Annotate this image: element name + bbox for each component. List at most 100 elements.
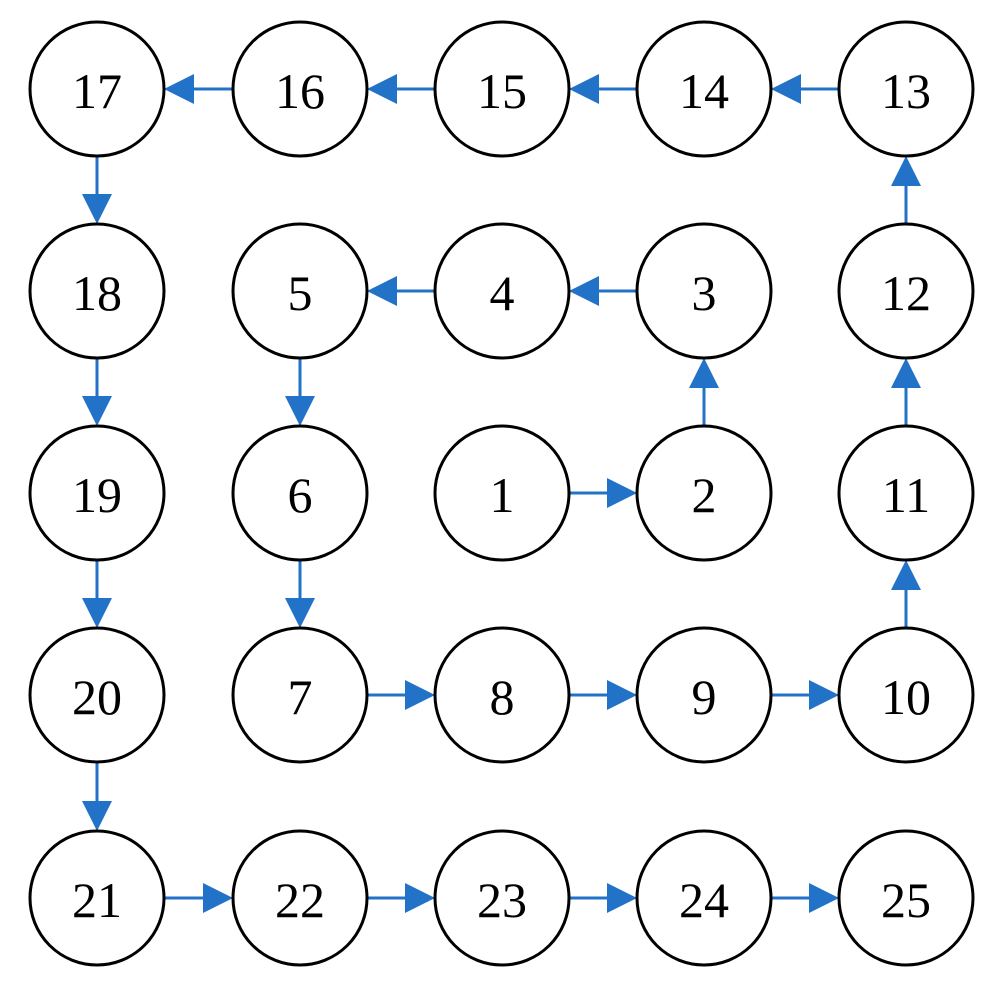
node-label: 11 (882, 467, 930, 523)
node-label: 9 (692, 669, 717, 725)
node-circle (433, 626, 571, 764)
edge-4-to-5 (367, 276, 435, 306)
node-circle (231, 222, 369, 360)
node-label: 15 (477, 63, 527, 119)
edge-8-to-9 (569, 680, 637, 710)
edges-layer (82, 74, 921, 913)
edge-18-to-19 (82, 358, 112, 426)
node-label: 24 (679, 872, 729, 928)
node-21: 21 (28, 829, 166, 967)
node-10: 10 (837, 626, 975, 764)
edge-19-to-20 (82, 560, 112, 628)
arrowhead-icon (82, 598, 112, 628)
node-label: 5 (288, 265, 313, 321)
edge-2-to-3 (689, 358, 719, 426)
node-4: 4 (433, 222, 571, 360)
edge-3-to-4 (569, 276, 637, 306)
edge-6-to-7 (285, 560, 315, 628)
node-14: 14 (635, 20, 773, 158)
node-1: 1 (433, 424, 571, 562)
arrowhead-icon (164, 74, 194, 104)
edge-10-to-11 (891, 560, 921, 628)
edge-24-to-25 (771, 883, 839, 913)
node-label: 4 (490, 265, 515, 321)
edge-14-to-15 (569, 74, 637, 104)
node-label: 20 (72, 669, 122, 725)
arrowhead-icon (285, 598, 315, 628)
node-8: 8 (433, 626, 571, 764)
node-label: 6 (288, 467, 313, 523)
node-label: 13 (881, 63, 931, 119)
node-16: 16 (231, 20, 369, 158)
node-circle (231, 20, 369, 158)
node-circle (837, 222, 975, 360)
node-label: 18 (72, 265, 122, 321)
arrowhead-icon (82, 396, 112, 426)
node-circle (837, 829, 975, 967)
edge-7-to-8 (367, 680, 435, 710)
node-label: 14 (679, 63, 729, 119)
node-circle (28, 626, 166, 764)
node-9: 9 (635, 626, 773, 764)
edge-22-to-23 (367, 883, 435, 913)
edge-1-to-2 (569, 478, 637, 508)
node-circle (635, 626, 773, 764)
arrowhead-icon (607, 478, 637, 508)
node-circle (837, 424, 975, 562)
node-label: 16 (275, 63, 325, 119)
edge-15-to-16 (367, 74, 435, 104)
node-24: 24 (635, 829, 773, 967)
node-23: 23 (433, 829, 571, 967)
node-18: 18 (28, 222, 166, 360)
node-19: 19 (28, 424, 166, 562)
edge-13-to-14 (771, 74, 839, 104)
node-circle (837, 20, 975, 158)
node-label: 21 (72, 872, 122, 928)
node-circle (231, 626, 369, 764)
node-circle (635, 222, 773, 360)
node-circle (28, 222, 166, 360)
node-20: 20 (28, 626, 166, 764)
arrowhead-icon (82, 194, 112, 224)
arrowhead-icon (891, 156, 921, 186)
node-17: 17 (28, 20, 166, 158)
node-circle (231, 424, 369, 562)
node-circle (635, 829, 773, 967)
node-label: 1 (490, 467, 515, 523)
arrowhead-icon (82, 801, 112, 831)
node-13: 13 (837, 20, 975, 158)
node-11: 11 (837, 424, 975, 562)
node-12: 12 (837, 222, 975, 360)
node-label: 12 (881, 265, 931, 321)
node-15: 15 (433, 20, 571, 158)
edge-17-to-18 (82, 156, 112, 224)
node-22: 22 (231, 829, 369, 967)
arrowhead-icon (809, 883, 839, 913)
arrowhead-icon (569, 74, 599, 104)
node-circle (231, 829, 369, 967)
arrowhead-icon (285, 396, 315, 426)
arrowhead-icon (405, 883, 435, 913)
arrowhead-icon (367, 74, 397, 104)
node-label: 7 (288, 669, 313, 725)
arrowhead-icon (809, 680, 839, 710)
node-3: 3 (635, 222, 773, 360)
node-label: 10 (881, 669, 931, 725)
node-label: 8 (490, 669, 515, 725)
node-label: 19 (72, 467, 122, 523)
node-label: 2 (692, 467, 717, 523)
node-circle (635, 424, 773, 562)
arrowhead-icon (771, 74, 801, 104)
edge-11-to-12 (891, 358, 921, 426)
node-25: 25 (837, 829, 975, 967)
node-2: 2 (635, 424, 773, 562)
node-circle (635, 20, 773, 158)
edge-23-to-24 (569, 883, 637, 913)
edge-5-to-6 (285, 358, 315, 426)
node-circle (837, 626, 975, 764)
node-6: 6 (231, 424, 369, 562)
node-label: 23 (477, 872, 527, 928)
node-label: 22 (275, 872, 325, 928)
